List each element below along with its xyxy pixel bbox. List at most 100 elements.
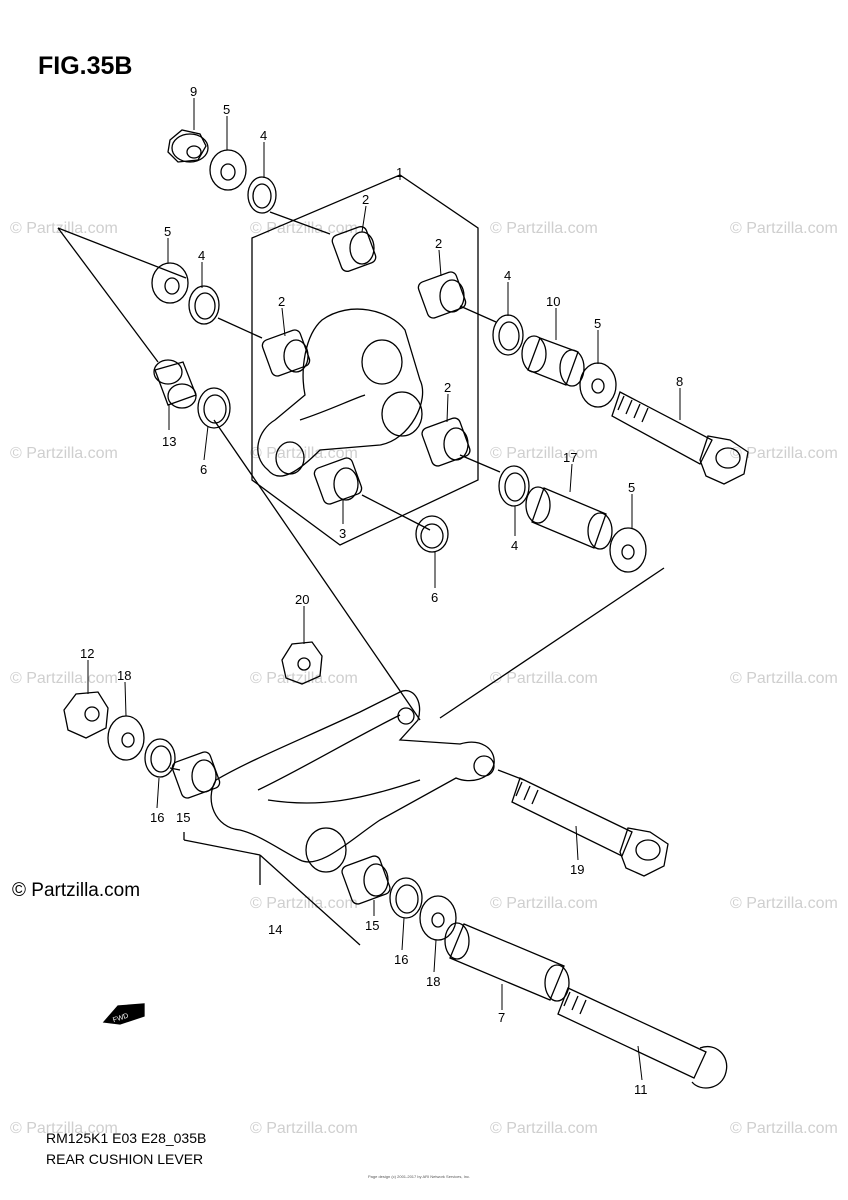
seal-part-16[interactable] <box>389 877 423 919</box>
leader-line <box>361 494 431 531</box>
callout-6: 6 <box>431 590 438 605</box>
seal-part-4[interactable] <box>498 465 530 507</box>
seal-part-4[interactable] <box>492 314 524 356</box>
leader-line <box>459 305 497 323</box>
seal-part-6[interactable] <box>415 515 449 553</box>
assembly-outline <box>251 174 479 546</box>
leader-line <box>169 767 181 771</box>
callout-2: 2 <box>362 192 369 207</box>
leader-line <box>217 317 263 339</box>
callout-6: 6 <box>200 462 207 477</box>
callout-labels: 9 5 4 1 2 5 4 2 2 4 10 5 8 2 13 6 2 3 17… <box>80 84 683 1097</box>
callout-2: 2 <box>278 294 285 309</box>
leader-line <box>439 567 665 719</box>
seal-part-6[interactable] <box>197 387 231 429</box>
bearing-part-3[interactable] <box>313 456 364 505</box>
callout-4: 4 <box>198 248 205 263</box>
washer-part-18[interactable] <box>419 895 457 941</box>
callout-18: 18 <box>426 974 440 989</box>
callout-3: 3 <box>339 526 346 541</box>
watermark: © Partzilla.com <box>250 1120 358 1137</box>
cushion-rod-part-14[interactable] <box>210 690 495 873</box>
leader-line <box>259 854 361 946</box>
bolt-part-8[interactable] <box>611 391 749 485</box>
callout-15: 15 <box>176 810 190 825</box>
watermark: © Partzilla.com <box>10 445 118 462</box>
watermark-layer: © Partzilla.com © Partzilla.com © Partzi… <box>10 220 838 1137</box>
callout-15: 15 <box>365 918 379 933</box>
callout-13: 13 <box>162 434 176 449</box>
copyright-notice: © Partzilla.com <box>12 880 141 901</box>
collar-part-10[interactable] <box>521 335 585 387</box>
washer-part-5[interactable] <box>609 527 647 573</box>
callout-16: 16 <box>150 810 164 825</box>
callout-2: 2 <box>444 380 451 395</box>
footer-notice: Page design (c) 2001-2017 by ARI Network… <box>368 1174 471 1179</box>
callout-17: 17 <box>563 450 577 465</box>
bearing-part-2[interactable] <box>417 270 468 319</box>
watermark: © Partzilla.com <box>490 220 598 237</box>
bolt-part-11[interactable] <box>557 987 728 1089</box>
callout-5: 5 <box>594 316 601 331</box>
cushion-lever-part-1[interactable] <box>257 308 424 477</box>
callout-4: 4 <box>260 128 267 143</box>
bearing-part-15[interactable] <box>340 854 391 905</box>
watermark: © Partzilla.com <box>490 670 598 687</box>
callout-19: 19 <box>570 862 584 877</box>
bolt-part-19[interactable] <box>511 777 669 877</box>
collar-part-13[interactable] <box>153 359 197 409</box>
collar-part-7[interactable] <box>444 922 570 1002</box>
washer-part-18[interactable] <box>107 715 145 761</box>
fwd-arrow-icon <box>102 1003 145 1025</box>
bearing-part-2[interactable] <box>420 416 471 467</box>
watermark: © Partzilla.com <box>490 445 598 462</box>
flange-nut-part-9[interactable] <box>167 129 209 163</box>
callout-12: 12 <box>80 646 94 661</box>
callout-10: 10 <box>546 294 560 309</box>
washer-part-5[interactable] <box>209 149 247 191</box>
callout-20: 20 <box>295 592 309 607</box>
callout-5: 5 <box>223 102 230 117</box>
callout-16: 16 <box>394 952 408 967</box>
seal-part-16[interactable] <box>144 738 176 778</box>
watermark: © Partzilla.com <box>730 445 838 462</box>
callout-11: 11 <box>634 1082 648 1097</box>
bearing-part-2[interactable] <box>261 328 312 377</box>
callout-5: 5 <box>164 224 171 239</box>
watermark: © Partzilla.com <box>250 220 358 237</box>
watermark: © Partzilla.com <box>730 895 838 912</box>
callout-7: 7 <box>498 1010 505 1025</box>
callout-4: 4 <box>511 538 518 553</box>
bearing-part-15[interactable] <box>171 750 222 799</box>
watermark: © Partzilla.com <box>490 895 598 912</box>
leader-line <box>269 211 331 235</box>
seal-part-4[interactable] <box>247 176 277 214</box>
callout-9: 9 <box>190 84 197 99</box>
watermark: © Partzilla.com <box>730 220 838 237</box>
diagram-caption: REAR CUSHION LEVER <box>46 1151 204 1167</box>
leader-line <box>459 454 501 473</box>
figure-title: FIG.35B <box>38 52 133 80</box>
callout-18: 18 <box>117 668 131 683</box>
watermark: © Partzilla.com <box>10 670 118 687</box>
leader-line <box>57 227 159 363</box>
seal-part-4[interactable] <box>188 285 220 325</box>
watermark: © Partzilla.com <box>250 895 358 912</box>
callout-14: 14 <box>268 922 282 937</box>
callout-2: 2 <box>435 236 442 251</box>
watermark: © Partzilla.com <box>490 1120 598 1137</box>
leader-line <box>57 227 187 279</box>
collar-part-17[interactable] <box>525 486 613 550</box>
watermark: © Partzilla.com <box>250 670 358 687</box>
callout-5: 5 <box>628 480 635 495</box>
flange-nut-part-12[interactable] <box>63 691 109 739</box>
model-code: RM125K1 E03 E28_035B <box>46 1130 207 1146</box>
washer-part-5[interactable] <box>579 362 617 408</box>
watermark: © Partzilla.com <box>10 220 118 237</box>
watermark: © Partzilla.com <box>10 1120 118 1137</box>
flange-nut-part-20[interactable] <box>281 641 323 685</box>
leader-line <box>183 839 261 856</box>
callout-1: 1 <box>396 165 403 180</box>
callout-4: 4 <box>504 268 511 283</box>
washer-part-5[interactable] <box>151 262 189 304</box>
